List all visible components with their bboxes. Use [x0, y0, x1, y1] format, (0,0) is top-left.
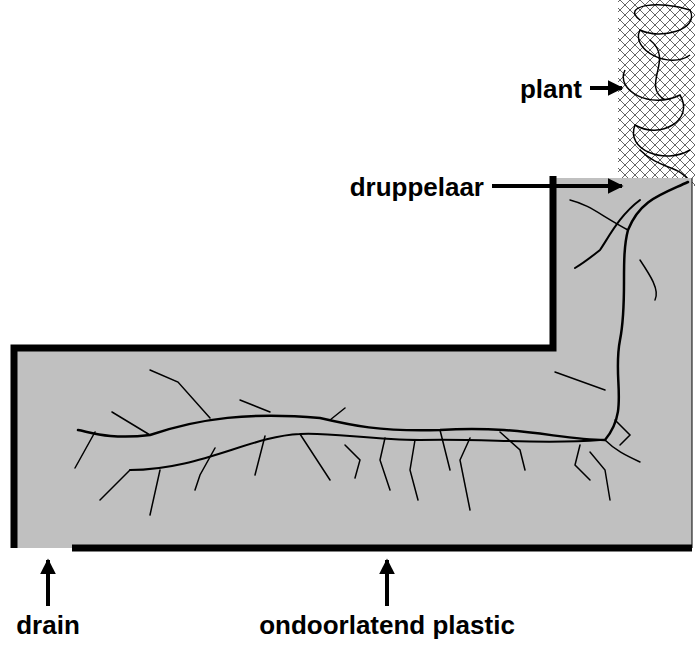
roots — [75, 182, 688, 515]
plastic-edge — [692, 178, 693, 548]
pointer-arrow — [48, 88, 622, 606]
part-label: drain — [16, 611, 80, 641]
substrate — [14, 178, 692, 548]
part-label: druppelaar — [350, 173, 484, 203]
part-label: plant — [520, 75, 582, 105]
part-label: ondoorlatend plastic — [259, 611, 515, 641]
plant-figure — [618, 0, 695, 186]
plastic-wall — [14, 176, 692, 548]
